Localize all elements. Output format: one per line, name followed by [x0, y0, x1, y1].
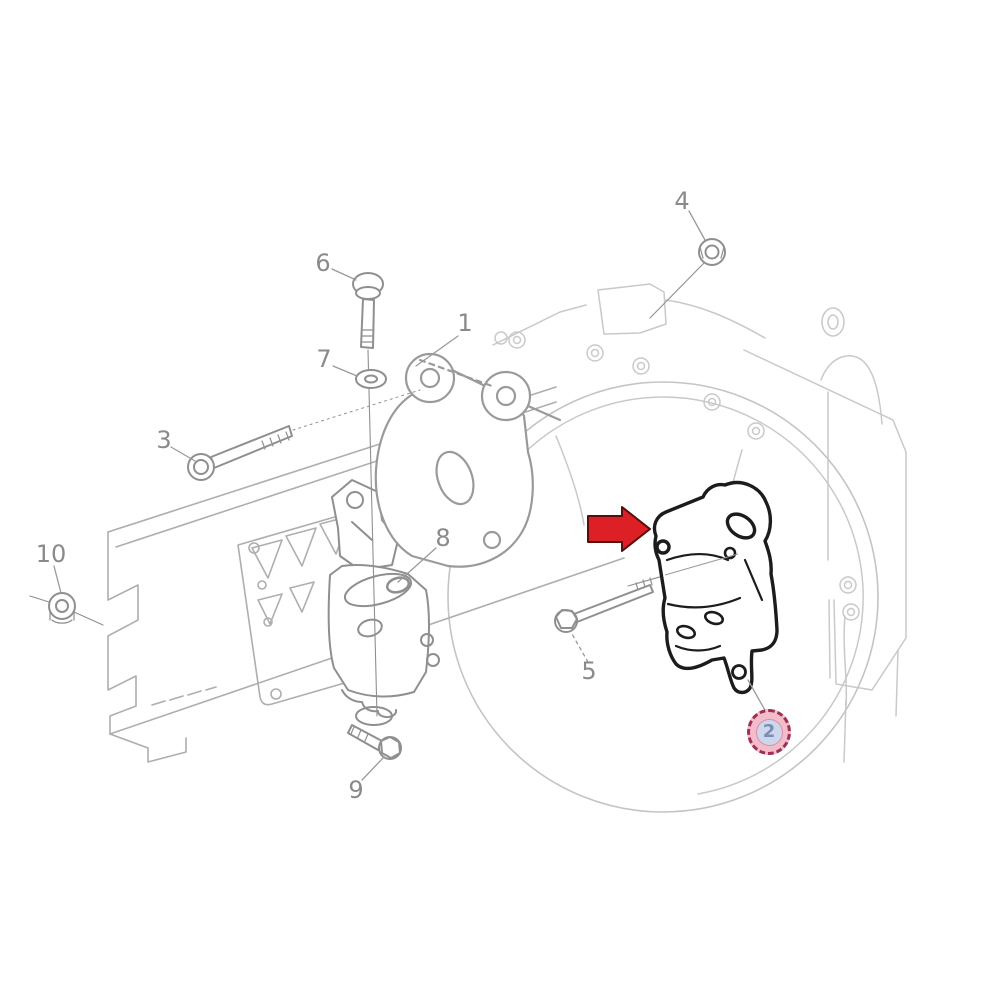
part-label-5: 5	[581, 657, 597, 685]
part-label-6: 6	[315, 249, 331, 277]
callout-circle	[447, 381, 879, 813]
part-label-9: 9	[348, 776, 364, 804]
part-label-10: 10	[35, 540, 67, 568]
part-label-4: 4	[674, 187, 690, 215]
highlight-arrow-icon	[587, 506, 651, 552]
engine-mount-assembly	[327, 479, 440, 726]
highlighted-part-2	[652, 480, 779, 695]
upper-bracket-part-1	[374, 352, 562, 568]
part-label-8: 8	[435, 524, 451, 552]
part-2-highlight-badge: 2	[747, 709, 791, 755]
fasteners	[29, 238, 745, 760]
part-2-badge-inner: 2	[755, 718, 783, 746]
part-label-7: 7	[316, 345, 332, 373]
part-label-3: 3	[156, 426, 172, 454]
part-label-1: 1	[457, 309, 473, 337]
leader-lines	[53, 210, 767, 781]
part-2-badge-number: 2	[762, 721, 776, 742]
bolt-axis-line	[664, 553, 739, 576]
engine-block-art	[489, 283, 907, 795]
